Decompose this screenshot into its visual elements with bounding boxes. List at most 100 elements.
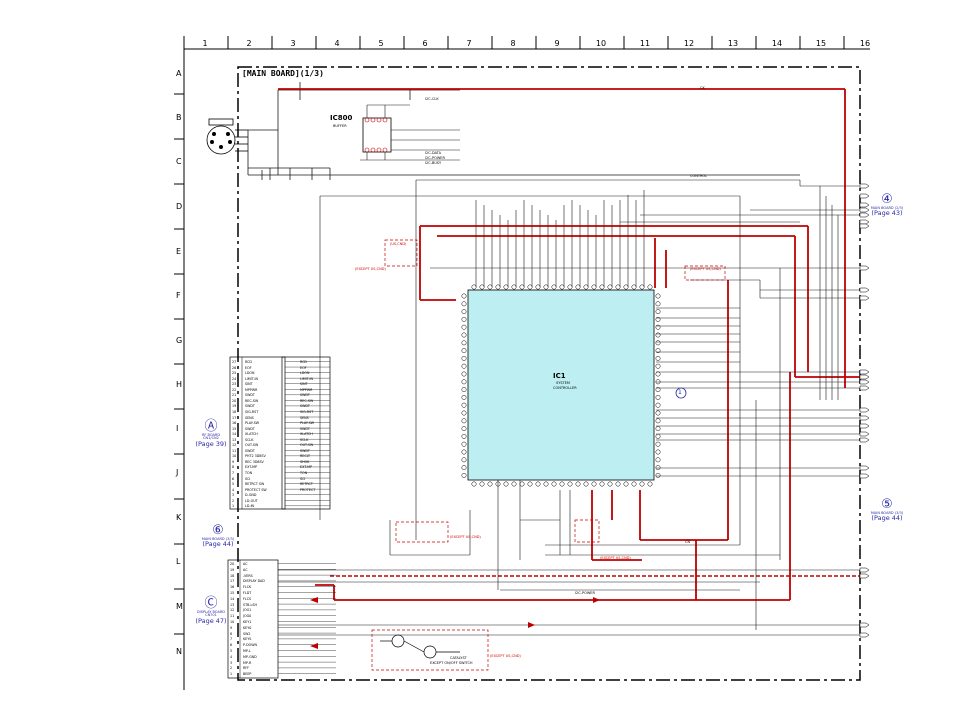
connector-a-pin-number: 8 xyxy=(232,465,235,470)
connector-c-pin-name: FLCK xyxy=(243,585,252,590)
ic1-pin-bottom xyxy=(535,481,541,487)
ic1-pin-bottom xyxy=(479,481,485,487)
ref-a-symbol: Ⓐ xyxy=(204,419,218,434)
connector-a-lines xyxy=(285,361,330,506)
ic1-pin-right xyxy=(655,433,661,439)
connector-a-pin-name: REC-SW xyxy=(245,398,259,403)
note-except-usa: (EXCEPT US,CND) xyxy=(355,267,386,271)
connector-a-pin-name: REC 3D8SV xyxy=(245,459,264,464)
right-side-bus xyxy=(656,186,860,477)
connector-a-net-name: EXT-MP xyxy=(300,465,313,470)
connector-c-pin-number: 1 xyxy=(230,672,233,677)
connector-c-pin-number: 10 xyxy=(230,620,235,624)
net-cn: CN xyxy=(685,540,691,544)
connector-c-pin-name: KEY1 xyxy=(243,620,252,624)
connector-c-pin-number: 8 xyxy=(230,631,233,636)
net-i2c-clk: I2C-CLK xyxy=(425,97,439,101)
connector-a-net-name: REC-SW xyxy=(300,398,314,403)
ic1-pin-right xyxy=(655,324,661,330)
connector-c-pin-number: 9 xyxy=(230,625,233,630)
connector-a-pin-name: LD-IN xyxy=(245,504,255,509)
ref-a-page: (Page 39) xyxy=(195,439,227,448)
ref-e-line1: MAIN BOARD (3/3) xyxy=(870,510,904,515)
ic1-pin-bottom xyxy=(631,481,637,487)
ic1-pin-top xyxy=(519,284,525,290)
note-except-usa-4: (EXCEPT US,CND) xyxy=(600,556,631,560)
ic1-pin-right xyxy=(655,340,661,346)
connector-a-net-name: MPPWR xyxy=(300,387,313,392)
grid-row-n: N xyxy=(176,647,182,656)
note-except-usa-5: (EXCEPT US,CND) xyxy=(490,654,521,658)
grid-row-h: H xyxy=(176,380,183,389)
connector-a-pin-name: PLAY-SW xyxy=(245,421,260,426)
connector-a-pin-name: PROTECT SW xyxy=(245,487,267,492)
ic1-pin-bottom xyxy=(527,481,533,487)
connector-a-net-name: SCLK xyxy=(300,437,309,442)
ic1-pin-left xyxy=(461,410,467,416)
ic1-pin-bottom xyxy=(511,481,517,487)
ic1-pin-bottom xyxy=(583,481,589,487)
grid-col-7: 7 xyxy=(466,39,472,48)
ic1-pin-bottom xyxy=(575,481,581,487)
connector-c-pin-number: 6 xyxy=(230,643,233,648)
connector-c-pin-number: 20 xyxy=(230,562,235,566)
ic1-pin-top xyxy=(575,284,581,290)
connector-a-pin-number: 25 xyxy=(232,371,237,376)
note-except-switch: EXCEPT ON/OFF SWITCH xyxy=(430,661,473,665)
connector-a-net-name: TON xyxy=(300,471,308,475)
ic1-pin-bottom xyxy=(487,481,493,487)
grid-col-1: 1 xyxy=(202,39,208,48)
connector-a-pin-number: 11 xyxy=(232,448,237,453)
connector-c-pin-number: 2 xyxy=(230,666,233,671)
connector-a-net-name: OUT-SW xyxy=(300,443,314,448)
connector-c-pin-name: -VERS xyxy=(243,573,253,578)
ic1-pin-left xyxy=(461,418,467,424)
ic1-pin-top xyxy=(551,284,557,290)
grid-col-3: 3 xyxy=(290,39,296,48)
ic1-pin-bottom xyxy=(647,481,653,487)
grid-col-14: 14 xyxy=(771,39,783,48)
connector-a-pin-name: MPPWR xyxy=(245,387,258,392)
ic1-pin-right xyxy=(655,293,661,299)
connector-a-net-name: RECLT xyxy=(300,454,311,459)
connector-a-pin-name: SIG-RST xyxy=(245,409,259,414)
power-lines-red xyxy=(278,88,860,601)
signal-arrows xyxy=(310,597,600,649)
terminal-marker xyxy=(859,193,870,199)
ic1-marker-label: 1 xyxy=(678,389,682,396)
ic1-pin-right xyxy=(655,472,661,478)
ic1-controller xyxy=(467,289,655,481)
grid-col-13: 13 xyxy=(727,39,739,48)
grid-row-f: F xyxy=(176,291,181,300)
ic1-pin-right xyxy=(655,449,661,455)
connector-c-lines xyxy=(278,563,336,674)
connector-c-pin-number: 12 xyxy=(230,608,235,613)
terminal-marker xyxy=(859,207,870,213)
ic1-pin-right xyxy=(655,402,661,408)
ic1-pin-bottom xyxy=(559,481,565,487)
terminal-marker xyxy=(859,287,870,293)
grid-col-6: 6 xyxy=(422,39,428,48)
connector-c-pin-number: 11 xyxy=(230,614,235,619)
connector-a-net-name: SHOK xyxy=(300,459,310,464)
connector-a-net-name: PROTECT xyxy=(300,487,316,492)
grid-col-16: 16 xyxy=(859,39,871,48)
din-connector xyxy=(206,118,248,155)
ic1-pin-left xyxy=(461,332,467,338)
ic1-pin-left xyxy=(461,371,467,377)
connector-a-pin-number: 18 xyxy=(232,409,237,414)
connector-a-pin-number: 15 xyxy=(232,426,237,431)
grid-row-d: D xyxy=(176,202,183,211)
ic1-pin-bottom xyxy=(615,481,621,487)
ic1-pin-top xyxy=(631,284,637,290)
terminal-marker xyxy=(859,202,870,208)
connector-c-pin-name: SW2 xyxy=(243,631,251,636)
ic1-pin-bottom xyxy=(639,481,645,487)
grid-col-9: 9 xyxy=(554,39,560,48)
ref-b-symbol: ⑥ xyxy=(212,523,224,538)
connector-a-pin-number: 3 xyxy=(232,493,235,498)
wiring-top-left xyxy=(247,82,800,180)
grid-col-8: 8 xyxy=(510,39,516,48)
ic1-pin-left xyxy=(461,472,467,478)
net-i2c-power: I2C-POWER xyxy=(425,156,445,160)
